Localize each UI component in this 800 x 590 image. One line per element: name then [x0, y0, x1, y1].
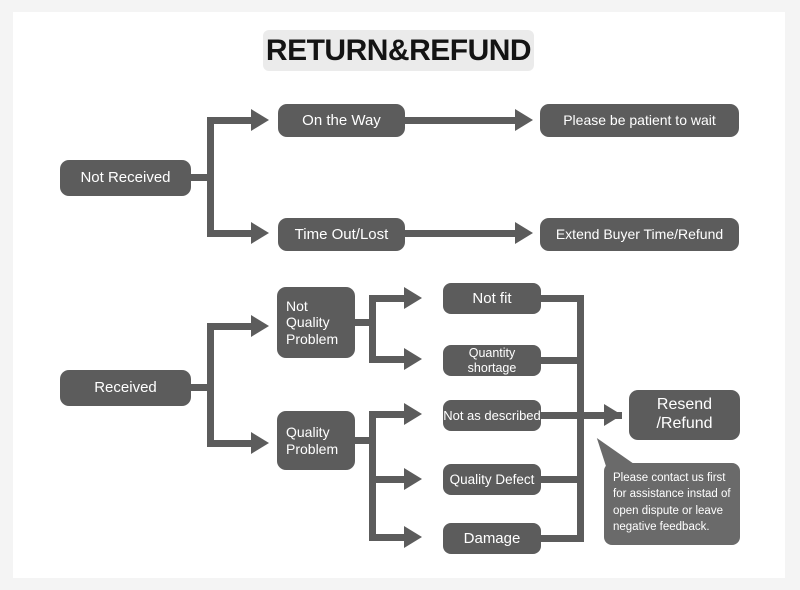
connector-to-on-the-way — [207, 117, 254, 124]
connector-to-quality-defect — [369, 476, 407, 483]
connector-damage-to-bus — [540, 535, 584, 542]
connector-received-stub — [190, 384, 212, 391]
node-extend-buyer-time-refund[interactable]: Extend Buyer Time/Refund — [540, 218, 739, 251]
connector-quantity-shortage-to-bus — [540, 357, 584, 364]
node-quantity-shortage[interactable]: Quantity shortage — [443, 345, 541, 376]
title-background — [263, 30, 534, 71]
node-not-quality-problem[interactable]: Not Quality Problem — [277, 287, 355, 358]
node-label-line: Quality — [286, 423, 330, 440]
connector-time-out-to-extend — [404, 230, 522, 237]
node-time-out-lost[interactable]: Time Out/Lost — [278, 218, 405, 251]
node-label-line: Resend — [656, 396, 713, 414]
arrowhead-to-damage — [404, 526, 422, 548]
arrowhead-to-extend-buyer — [515, 222, 533, 244]
page-title: RETURN&REFUND — [265, 33, 532, 67]
arrowhead-to-please-wait — [515, 109, 533, 131]
connector-to-not-quality-problem — [207, 323, 254, 330]
node-label-line: Problem — [286, 440, 339, 457]
node-received[interactable]: Received — [60, 370, 191, 406]
connector-received-bracket — [207, 323, 214, 447]
node-label-line: /Refund — [656, 415, 713, 432]
node-not-as-described[interactable]: Not as described — [443, 400, 541, 431]
connector-bus-to-resend-refund — [577, 412, 622, 419]
arrowhead-to-not-as-described — [404, 403, 422, 425]
callout-note: Please contact us first for assistance i… — [604, 463, 740, 545]
connector-qp-stub — [354, 437, 374, 444]
node-label-line: Problem — [286, 330, 339, 347]
node-resend-refund[interactable]: Resend /Refund — [629, 390, 740, 440]
node-please-be-patient-to-wait[interactable]: Please be patient to wait — [540, 104, 739, 137]
connector-nqp-stub — [354, 319, 374, 326]
arrowhead-to-time-out — [251, 222, 269, 244]
connector-to-not-as-described — [369, 411, 407, 418]
connector-to-not-fit — [369, 295, 407, 302]
connector-not-fit-to-bus — [540, 295, 584, 302]
connector-not-as-described-to-bus — [540, 412, 584, 419]
arrowhead-to-quantity-shortage — [404, 348, 422, 370]
node-quality-problem[interactable]: Quality Problem — [277, 411, 355, 470]
arrowhead-to-not-fit — [404, 287, 422, 309]
node-label-line: Quality — [286, 314, 330, 331]
connector-to-quality-problem — [207, 440, 254, 447]
arrowhead-to-quality-defect — [404, 468, 422, 490]
arrowhead-to-on-the-way — [251, 109, 269, 131]
connector-to-damage — [369, 534, 407, 541]
connector-not-received-stub — [190, 174, 212, 181]
node-not-fit[interactable]: Not fit — [443, 283, 541, 314]
connector-on-the-way-to-wait — [404, 117, 522, 124]
node-not-received[interactable]: Not Received — [60, 160, 191, 196]
connector-quality-defect-to-bus — [540, 476, 584, 483]
connector-to-time-out — [207, 230, 254, 237]
node-quality-defect[interactable]: Quality Defect — [443, 464, 541, 495]
arrowhead-to-quality-problem — [251, 432, 269, 454]
arrowhead-to-resend-refund — [604, 404, 622, 426]
connector-to-quantity-shortage — [369, 356, 407, 363]
connector-not-received-bracket — [207, 117, 214, 237]
arrowhead-to-not-quality-problem — [251, 315, 269, 337]
node-on-the-way[interactable]: On the Way — [278, 104, 405, 137]
connector-qp-bracket — [369, 411, 376, 538]
connector-nqp-bracket — [369, 295, 376, 363]
node-label-line: Not — [286, 297, 308, 314]
node-damage[interactable]: Damage — [443, 523, 541, 554]
